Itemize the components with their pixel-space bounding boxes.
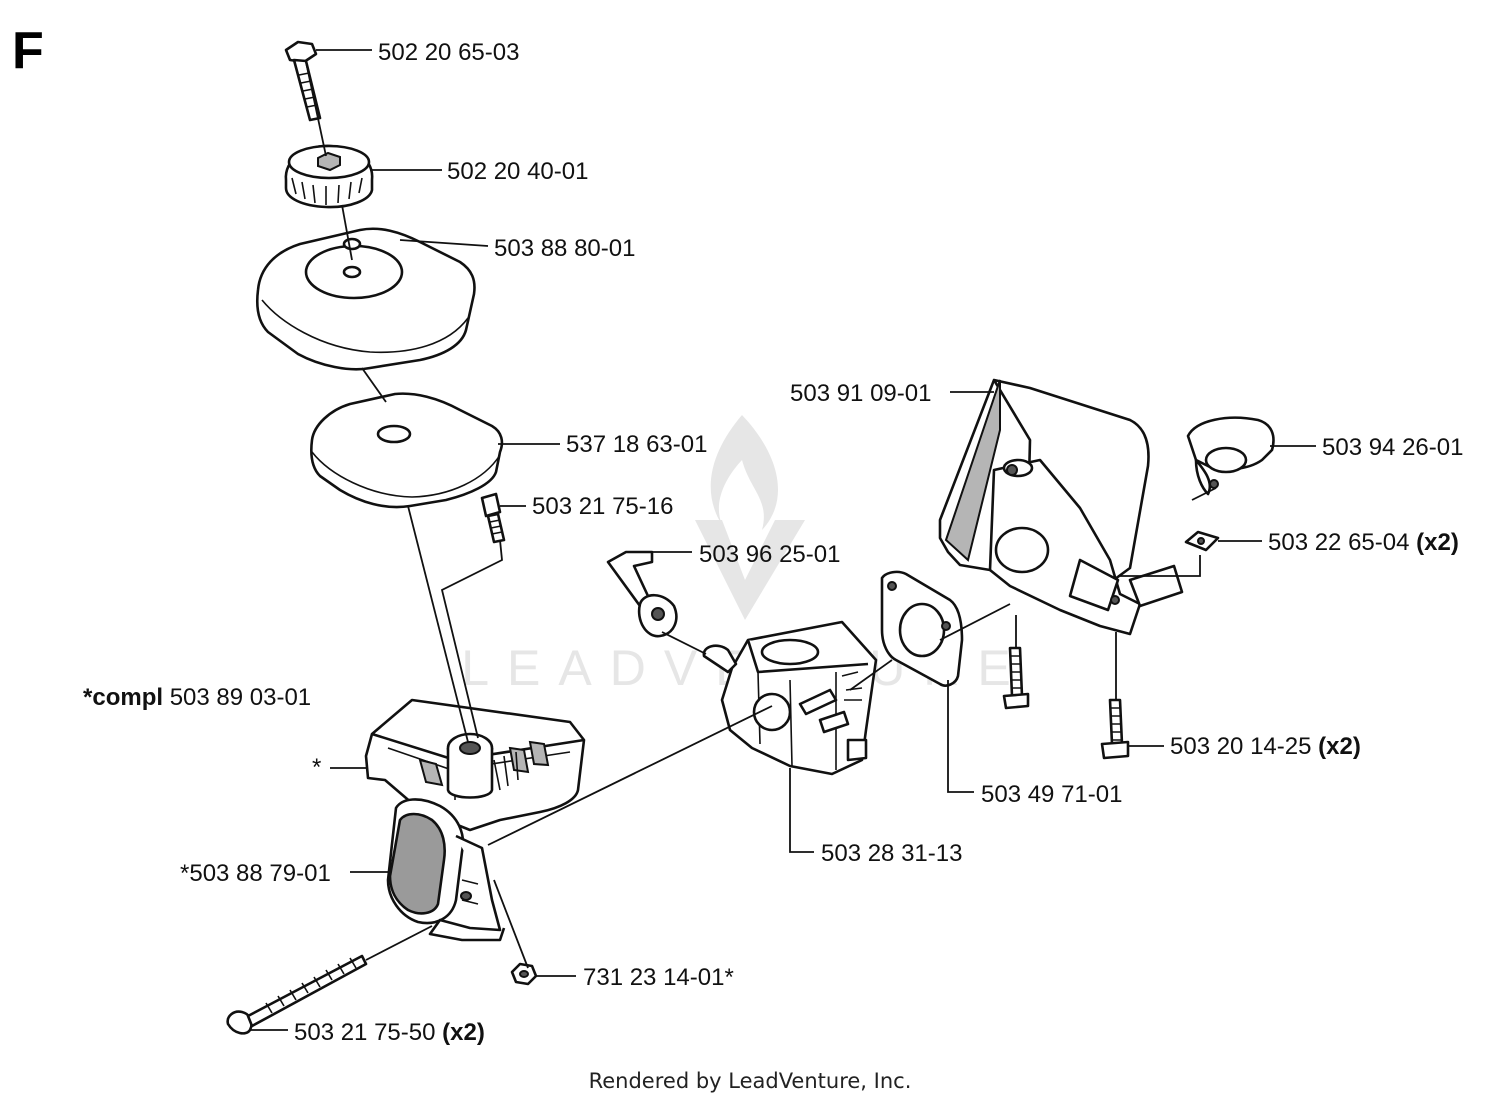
label-503-22-65-04: 503 22 65-04 (x2): [1268, 529, 1459, 556]
label-503-21-75-50: 503 21 75-50 (x2): [294, 1019, 485, 1046]
knob-part: [284, 144, 374, 209]
choke-lever-part: [606, 550, 678, 638]
sheet-letter: F: [12, 22, 44, 80]
label-503-96-25-01: 503 96 25-01: [699, 541, 840, 568]
nut-part: [510, 962, 538, 986]
filter-housing-part: [364, 698, 586, 832]
label-503-20-14-25: 503 20 14-25 (x2): [1170, 733, 1361, 760]
intake-assembly-part: [938, 378, 1184, 636]
label-503-94-26-01: 503 94 26-01: [1322, 434, 1463, 461]
label-503-21-75-16: 503 21 75-16: [532, 493, 673, 520]
long-bolt-part: [226, 954, 368, 1035]
clip-part: [1186, 416, 1275, 496]
gasket-part: [880, 570, 964, 687]
footer-credit: Rendered by LeadVenture, Inc.: [589, 1069, 912, 1093]
filter-cover-part: [256, 227, 476, 371]
label-compl-503-89-03-01: *compl 503 89 03-01: [83, 684, 311, 711]
choke-knob-part: [386, 798, 506, 942]
label-503-49-71-01: 503 49 71-01: [981, 781, 1122, 808]
carburetor-part: [702, 620, 878, 776]
small-nut-part: [1184, 530, 1220, 552]
screw-part: [480, 492, 506, 544]
bolt-part: [284, 40, 322, 122]
part-labels: 502 20 65-03 502 20 40-01 503 88 80-01 5…: [83, 39, 1463, 1046]
mounting-screws-part: [1002, 646, 1130, 760]
leader-lines: [250, 49, 1316, 1031]
label-502-20-40-01: 502 20 40-01: [447, 158, 588, 185]
label-503-91-09-01: 503 91 09-01: [790, 380, 931, 407]
air-filter-part: [309, 392, 504, 509]
label-731-23-14-01: 731 23 14-01*: [583, 964, 734, 991]
label-503-28-31-13: 503 28 31-13: [821, 840, 962, 867]
label-503-88-80-01: 503 88 80-01: [494, 235, 635, 262]
assembly-axis-lines: [305, 61, 1217, 969]
label-503-88-79-01: *503 88 79-01: [180, 860, 331, 887]
label-537-18-63-01: 537 18 63-01: [566, 431, 707, 458]
label-502-20-65-03: 502 20 65-03: [378, 39, 519, 66]
label-asterisk: *: [312, 754, 321, 781]
